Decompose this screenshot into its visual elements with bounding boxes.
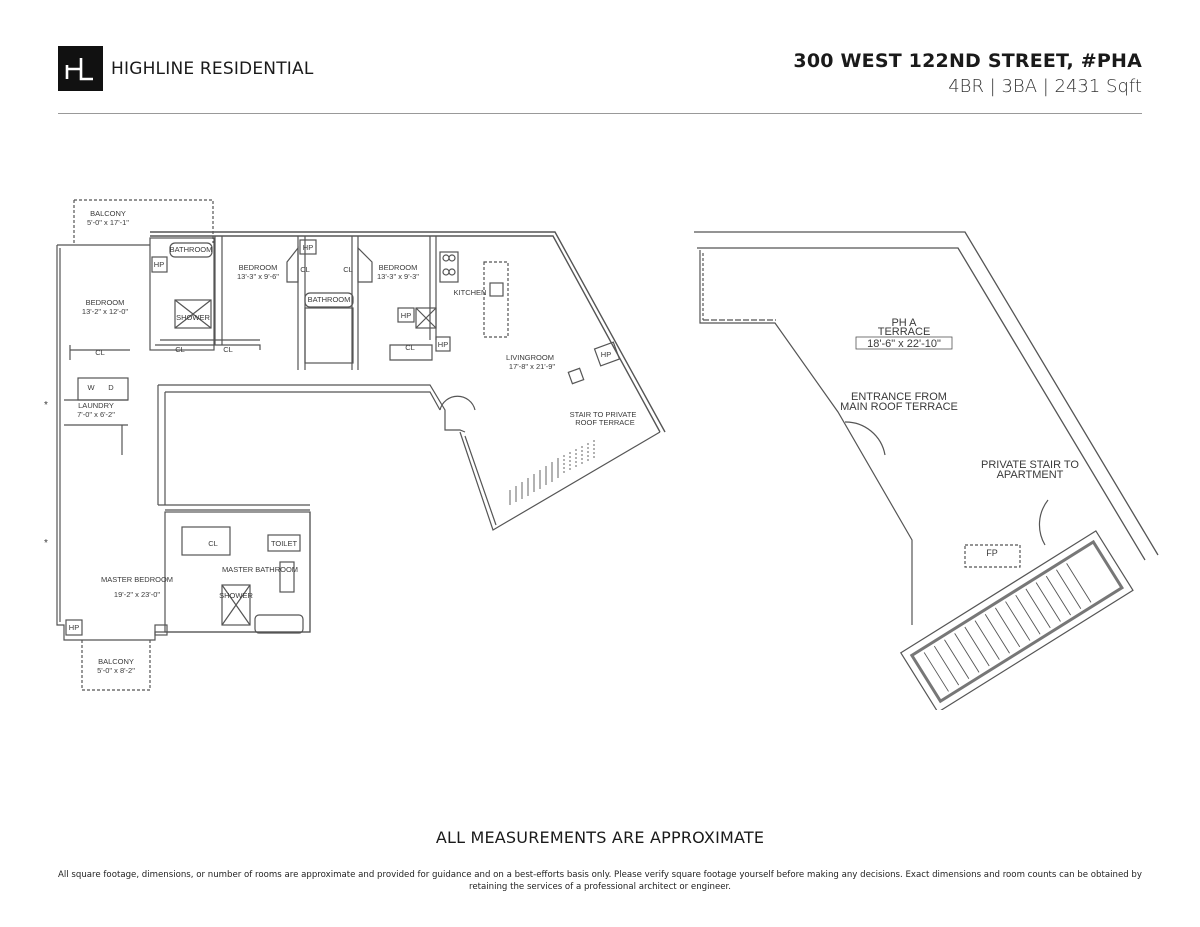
cl-label: CL xyxy=(343,265,353,274)
room-label-bathroom-1: BATHROOM xyxy=(170,245,213,254)
hp-label: HP xyxy=(303,243,313,252)
brand-logo: HIGHLINE RESIDENTIAL xyxy=(58,46,314,91)
room-label-kitchen: KITCHEN xyxy=(454,288,487,297)
room-dims-bedroom-3: 13'-3" x 9'-3" xyxy=(377,272,419,281)
header-divider xyxy=(58,113,1142,114)
asterisk-mark: * xyxy=(44,400,48,411)
room-dims-balcony-bottom: 5'-0" x 8'-2" xyxy=(97,666,135,675)
room-label-livingroom: LIVINGROOM xyxy=(506,353,554,362)
brand-name: HIGHLINE RESIDENTIAL xyxy=(111,58,314,79)
cl-label: CL xyxy=(208,539,218,548)
apartment-plan xyxy=(56,199,666,691)
listing-summary: 4BR | 3BA | 2431 Sqft xyxy=(948,76,1142,97)
terrace-title-line1: PH A xyxy=(891,317,917,329)
room-label-bedroom-3: BEDROOM xyxy=(379,263,418,272)
hp-label: HP xyxy=(154,260,164,269)
cl-label: CL xyxy=(95,348,105,357)
entrance-label-line1: ENTRANCE FROM xyxy=(851,391,947,403)
terrace-title-line2: TERRACE xyxy=(878,326,931,338)
room-dims-bedroom-1: 13'-2" x 12'-0" xyxy=(82,307,128,316)
hp-label: HP xyxy=(69,623,79,632)
room-dims-balcony-top: 5'-0" x 17'-1" xyxy=(87,218,129,227)
room-label-balcony-top: BALCONY xyxy=(90,209,126,218)
listing-address: 300 WEST 122ND STREET, #PHA xyxy=(793,50,1142,72)
room-label-bedroom-1: BEDROOM xyxy=(86,298,125,307)
fp-label: FP xyxy=(986,548,998,558)
room-label-shower-2: SHOWER xyxy=(219,591,253,600)
floor-plans: BALCONY 5'-0" x 17'-1" BEDROOM 13'-2" x … xyxy=(0,190,1200,710)
asterisk-mark: * xyxy=(44,538,48,549)
listing-header: 300 WEST 122ND STREET, #PHA 4BR | 3BA | … xyxy=(793,50,1142,97)
stair-note-line1: STAIR TO PRIVATE xyxy=(570,410,637,419)
room-label-bathroom-2: BATHROOM xyxy=(308,295,351,304)
terrace-dims: 18'-6" x 22'-10" xyxy=(867,338,941,350)
hp-label: HP xyxy=(601,350,611,359)
cl-label: CL xyxy=(300,265,310,274)
private-stair-label-line2: APARTMENT xyxy=(997,469,1064,481)
entrance-label-line2: MAIN ROOF TERRACE xyxy=(840,401,958,413)
washer-label: W xyxy=(87,383,95,392)
room-dims-master-bedroom: 19'-2" x 23'-0" xyxy=(114,590,160,599)
cl-label: CL xyxy=(223,345,233,354)
dryer-label: D xyxy=(108,383,114,392)
room-label-balcony-bottom: BALCONY xyxy=(98,657,134,666)
private-stair-label-line1: PRIVATE STAIR TO xyxy=(981,459,1079,471)
measurement-note: ALL MEASUREMENTS ARE APPROXIMATE xyxy=(435,828,765,847)
room-label-master-bathroom: MASTER BATHROOM xyxy=(222,565,298,574)
hp-label: HP xyxy=(401,311,411,320)
room-label-shower-1: SHOWER xyxy=(176,313,210,322)
cl-label: CL xyxy=(175,345,185,354)
cl-label: CL xyxy=(405,343,415,352)
room-label-master-bedroom: MASTER BEDROOM xyxy=(101,575,173,584)
room-label-laundry: LAUNDRY xyxy=(78,401,114,410)
room-dims-laundry: 7'-0" x 6'-2" xyxy=(77,410,115,419)
room-label-toilet: TOILET xyxy=(271,539,298,548)
stair-note-line2: ROOF TERRACE xyxy=(575,418,634,427)
floor-plan-drawing: BALCONY 5'-0" x 17'-1" BEDROOM 13'-2" x … xyxy=(44,199,1159,710)
hl-logo-icon xyxy=(58,46,103,91)
room-dims-livingroom: 17'-8" x 21'-9" xyxy=(509,362,555,371)
hp-label: HP xyxy=(438,340,448,349)
room-dims-bedroom-2: 13'-3" x 9'-6" xyxy=(237,272,279,281)
room-label-bedroom-2: BEDROOM xyxy=(239,263,278,272)
disclaimer-text: All square footage, dimensions, or numbe… xyxy=(58,870,1142,892)
terrace-plan xyxy=(694,231,1159,710)
